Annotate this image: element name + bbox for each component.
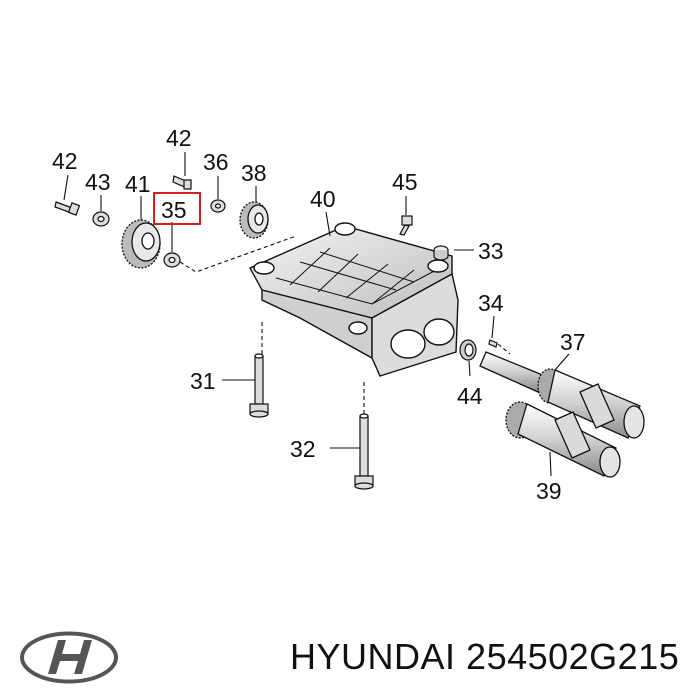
callout-36: 36: [203, 149, 229, 175]
callout-33: 33: [478, 238, 504, 264]
balance-shaft-housing: [249, 222, 459, 377]
part-number: 254502G215: [466, 636, 680, 677]
pin-34: [488, 339, 498, 348]
balance-shaft-37: [479, 351, 645, 439]
balance-shaft-39: [505, 401, 621, 478]
bolt-42b: [172, 175, 192, 190]
callout-40: 40: [310, 186, 336, 212]
bolt-31: [249, 353, 269, 418]
bolt-42a: [54, 201, 81, 216]
callout-35: 35: [161, 197, 187, 223]
plug-33: [433, 245, 449, 261]
drive-gear-41: [121, 219, 161, 269]
washer-36: [210, 199, 226, 213]
seal-44: [459, 339, 477, 361]
washer-43: [92, 211, 110, 227]
callout-43: 43: [85, 169, 111, 195]
callout-34: 34: [478, 290, 504, 316]
callout-32: 32: [290, 436, 316, 462]
callout-31: 31: [190, 368, 216, 394]
callouts: 42 43 41 42 35 36 38 40 45 33 34 37 31 4…: [52, 125, 586, 504]
gear-38: [239, 201, 269, 239]
brand-name: HYUNDAI: [290, 636, 456, 677]
nut-35: [163, 252, 181, 268]
callout-39: 39: [536, 478, 562, 504]
callout-41: 41: [125, 171, 151, 197]
callout-45: 45: [392, 169, 418, 195]
bolt-32: [354, 413, 374, 490]
leader-lines: [63, 152, 570, 477]
callout-37: 37: [560, 329, 586, 355]
part-label: HYUNDAI 254502G215: [290, 636, 679, 678]
hyundai-logo-icon: [20, 631, 118, 684]
callout-42b: 42: [166, 125, 192, 151]
callout-38: 38: [241, 160, 267, 186]
highlight-box-35: [153, 192, 201, 225]
callout-44: 44: [457, 383, 483, 409]
callout-42a: 42: [52, 148, 78, 174]
bolt-45: [399, 215, 413, 236]
